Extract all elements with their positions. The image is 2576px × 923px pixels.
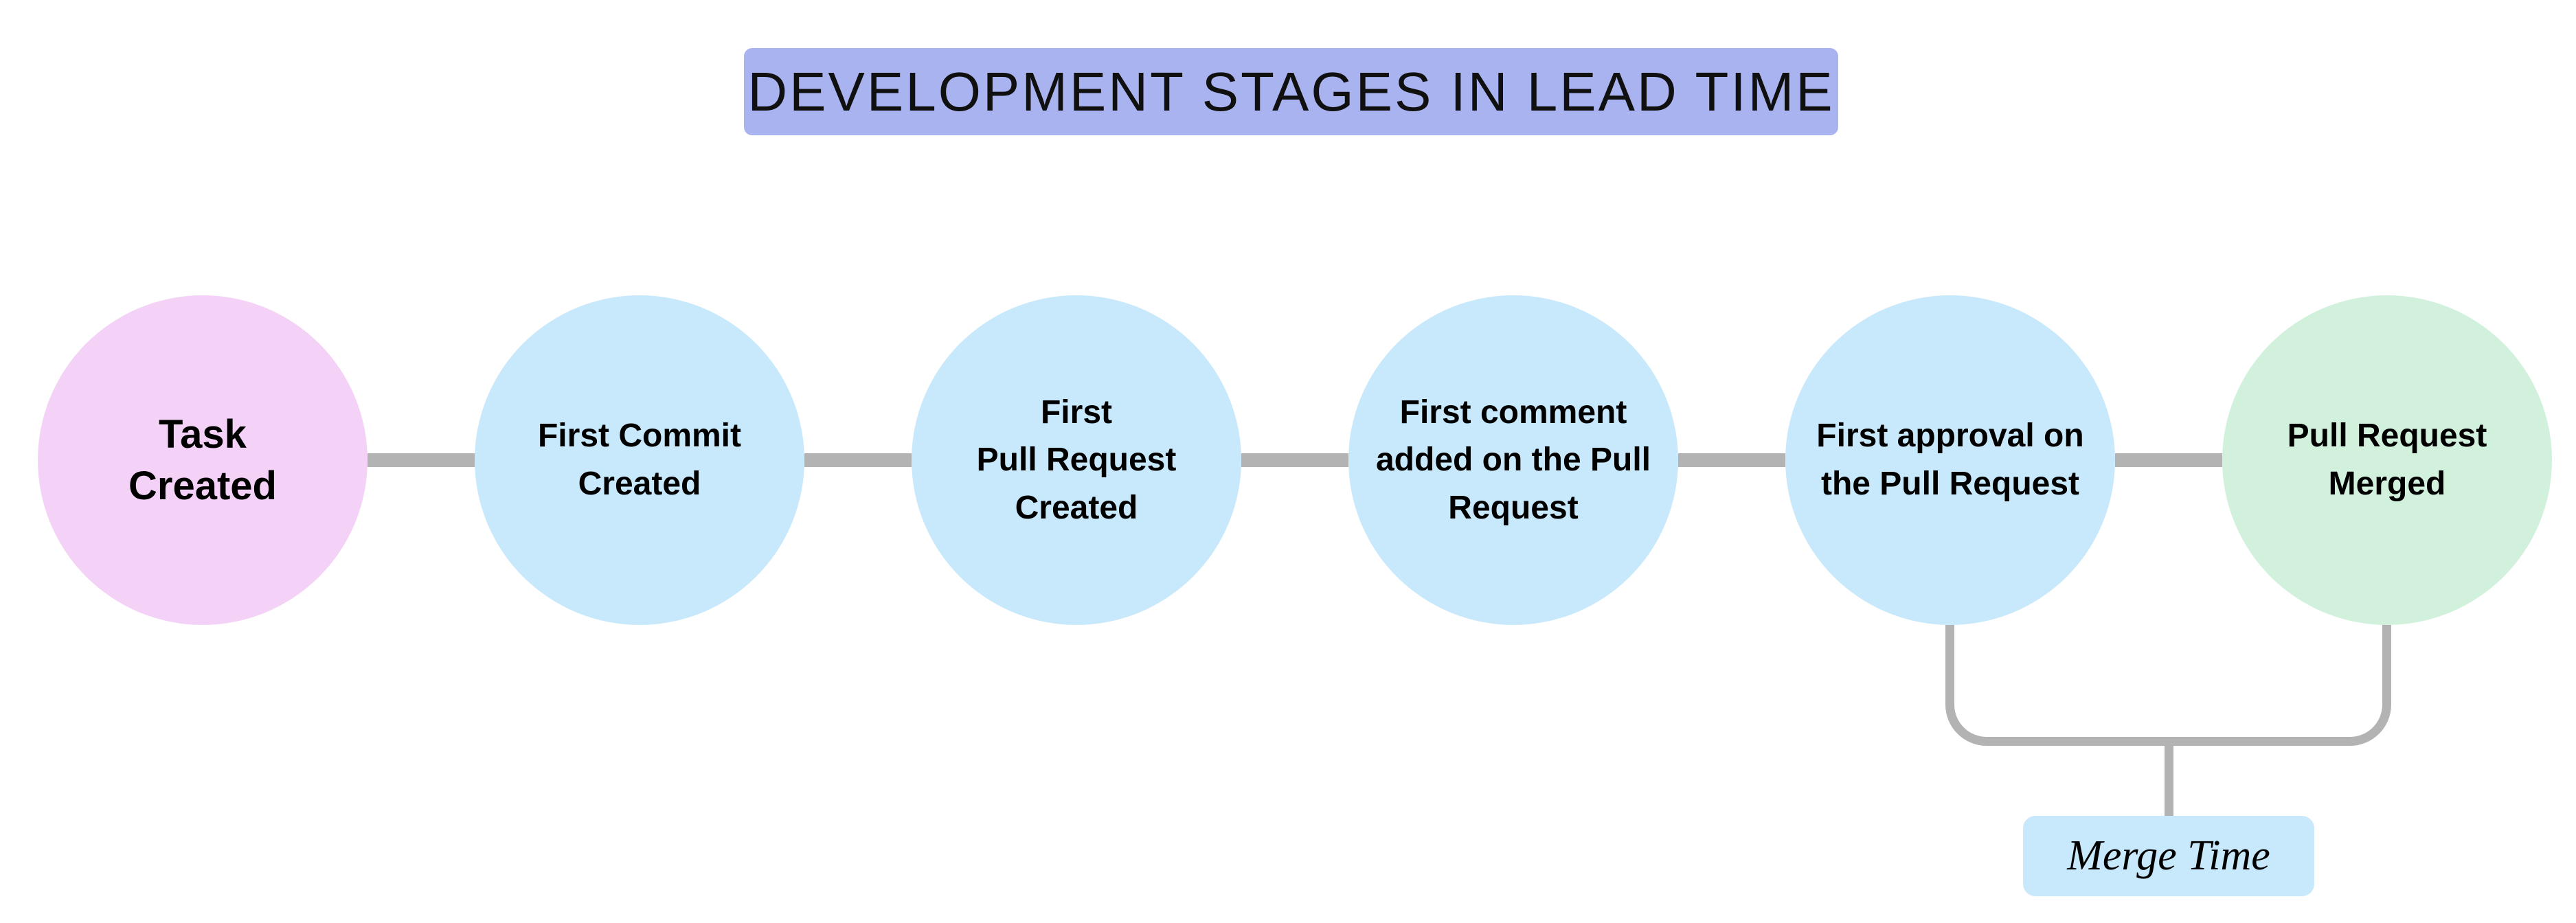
stage-circle-first-commit-created: First Commit Created (475, 295, 804, 625)
stage-label: First comment added on the Pull Request (1375, 394, 1651, 526)
stage-circle-first-comment-added: First comment added on the Pull Request (1348, 295, 1678, 625)
stage-label: First approval on the Pull Request (1816, 418, 2084, 502)
stage-circle-pull-request-merged: Pull Request Merged (2222, 295, 2552, 625)
stage-circle-first-pull-request-created: First Pull Request Created (912, 295, 1241, 625)
title-banner: DEVELOPMENT STAGES IN LEAD TIME (744, 48, 1838, 135)
merge-time-stem (2165, 738, 2173, 817)
stage-label: Pull Request Merged (2287, 418, 2487, 502)
connector-line (1678, 453, 1785, 467)
connector-line (2115, 453, 2222, 467)
connector-line (804, 453, 912, 467)
merge-time-text: Merge Time (2067, 832, 2270, 879)
stages-row: Task Created First Commit Created First … (38, 295, 2552, 625)
stage-label: First Pull Request Created (976, 394, 1177, 526)
connector-line (368, 453, 475, 467)
stage-circle-first-approval: First approval on the Pull Request (1785, 295, 2115, 625)
stage-circle-task-created: Task Created (38, 295, 368, 625)
merge-time-bracket (1945, 625, 2391, 746)
connector-line (1241, 453, 1348, 467)
stage-label: Task Created (128, 411, 277, 508)
merge-time-label: Merge Time (2023, 816, 2314, 896)
stage-label: First Commit Created (537, 418, 741, 502)
diagram-title: DEVELOPMENT STAGES IN LEAD TIME (747, 60, 1835, 122)
